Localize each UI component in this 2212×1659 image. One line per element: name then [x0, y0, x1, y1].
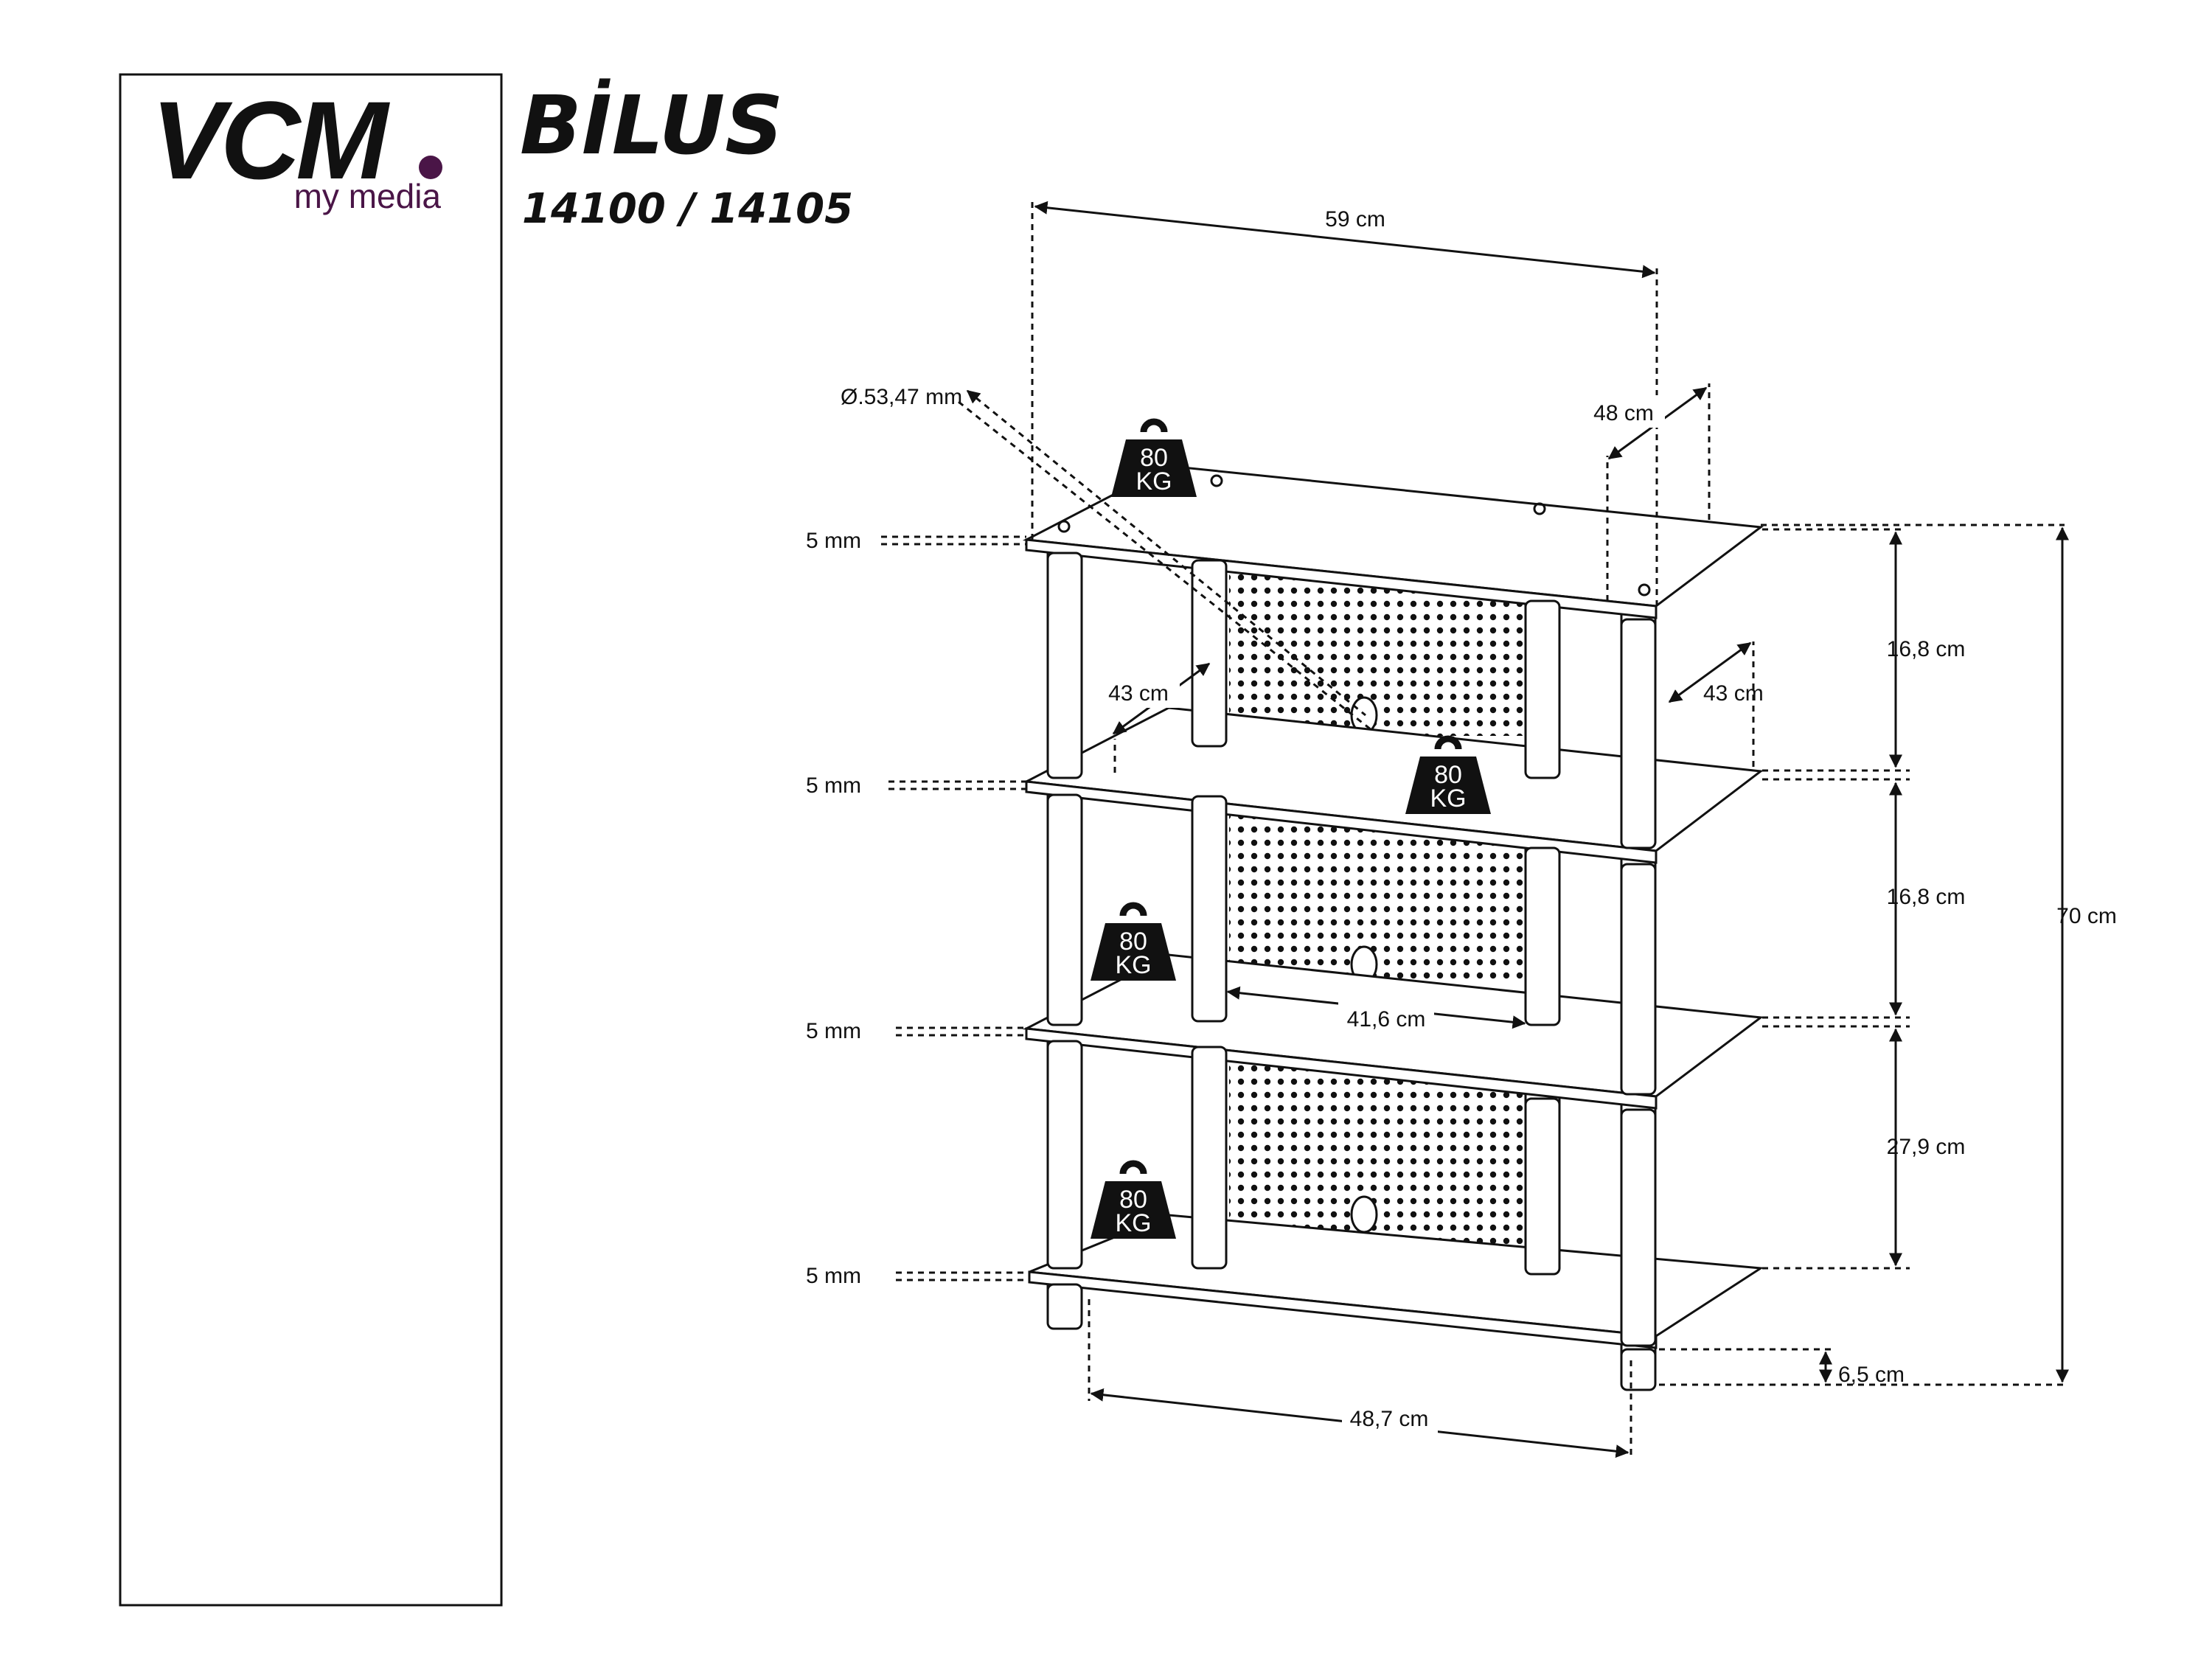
dim-panel-width: 41,6 cm — [1347, 1007, 1426, 1032]
dim-shelf-gap-2: 16,8 cm — [1887, 885, 1966, 909]
dim-depth-side-left: 43 cm — [1108, 681, 1169, 706]
svg-text:KG: KG — [1115, 1209, 1151, 1237]
dim-total-height: 70 cm — [2056, 904, 2117, 928]
dimension-lines — [881, 199, 2069, 1458]
svg-text:80: 80 — [1119, 1186, 1147, 1214]
product-codes: 14100 / 14105 — [522, 185, 853, 233]
dim-depth-top: 48 cm — [1593, 401, 1654, 425]
svg-text:80: 80 — [1119, 928, 1147, 956]
brand-logo: VCM my media — [151, 78, 442, 215]
cable-hole — [1350, 1195, 1378, 1234]
dim-shelf-thickness: 5 mm — [806, 1264, 861, 1288]
product-name: BİLUS — [520, 77, 783, 173]
load-badge: 80 KG — [1091, 905, 1176, 981]
svg-text:KG: KG — [1115, 951, 1151, 979]
load-badge: 80 KG — [1111, 422, 1197, 497]
foot-left — [1046, 1283, 1083, 1330]
dim-leg-diameter: Ø.53,47 mm — [841, 385, 962, 409]
dim-depth-side-right: 43 cm — [1703, 681, 1764, 706]
brand-logo-text: VCM — [151, 78, 390, 202]
brand-logo-dot — [419, 156, 442, 179]
shelf-drawing — [1022, 465, 1764, 1391]
dim-base-width: 48,7 cm — [1350, 1407, 1429, 1431]
dim-shelf-gap-1: 16,8 cm — [1887, 637, 1966, 661]
load-badge: 80 KG — [1091, 1164, 1176, 1239]
svg-text:KG: KG — [1430, 785, 1466, 813]
svg-text:80: 80 — [1434, 761, 1462, 789]
shelf-top — [1022, 465, 1764, 619]
sidebar-frame — [119, 73, 503, 1607]
dim-shelf-gap-3: 27,9 cm — [1887, 1135, 1966, 1159]
svg-text:80: 80 — [1140, 444, 1168, 472]
load-badge: 80 KG — [1405, 739, 1491, 814]
svg-text:KG: KG — [1135, 467, 1172, 495]
dim-foot-height: 6,5 cm — [1838, 1363, 1905, 1387]
dim-shelf-thickness: 5 mm — [806, 529, 861, 553]
brand-tagline: my media — [294, 177, 442, 215]
foot-right — [1620, 1348, 1657, 1391]
dim-width-top: 59 cm — [1325, 207, 1385, 232]
dim-shelf-thickness: 5 mm — [806, 1019, 861, 1043]
dim-shelf-thickness: 5 mm — [806, 773, 861, 798]
